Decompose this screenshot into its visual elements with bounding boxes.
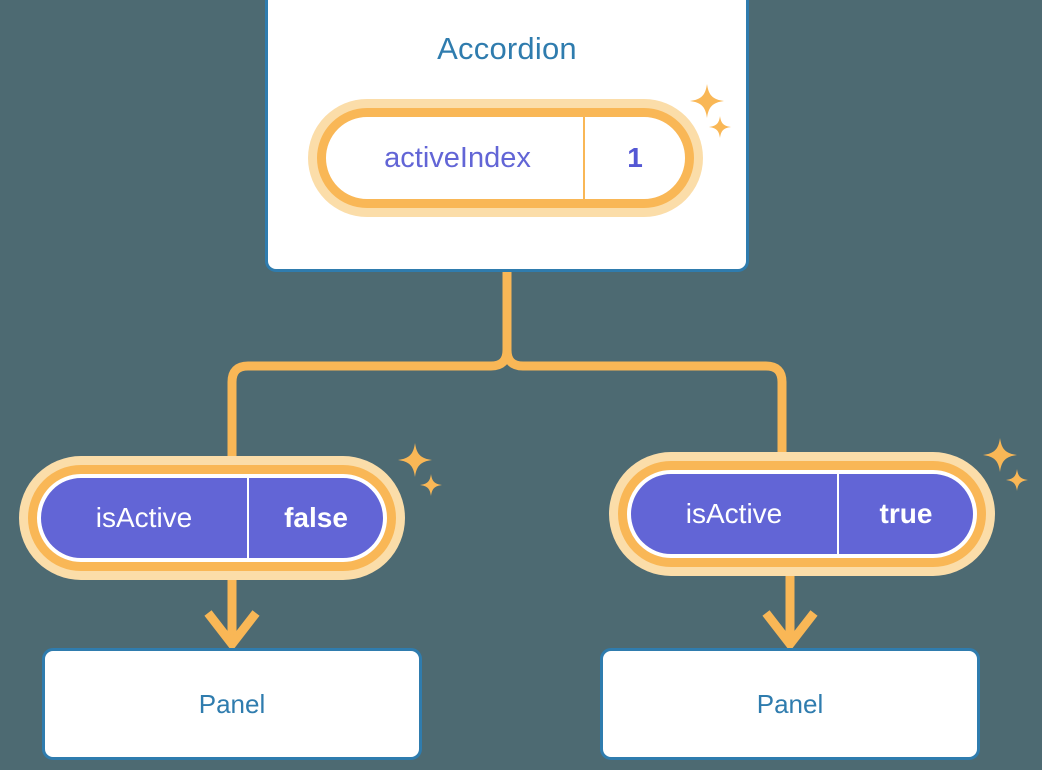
state-pill-is-active-true[interactable]: isActive true [627,470,977,558]
sparkle-large-icon [398,443,432,477]
state-value-label: false [284,502,348,533]
state-value-label: true [879,498,933,529]
panel-component-card-left[interactable]: Panel [42,648,422,760]
state-pill-active-index[interactable]: activeIndex 1 [317,108,694,208]
state-value-label: 1 [627,142,643,173]
state-key-label: isActive [41,478,249,558]
panel-title: Panel [198,688,266,719]
sparkle-small-icon [420,474,442,496]
state-key-label: activeIndex [326,117,585,199]
connector-split-bracket [227,345,787,474]
arrow-head-left-icon [204,610,260,652]
accordion-title: Accordion [437,31,577,66]
sparkle-large-icon [983,438,1017,472]
panel-component-card-right[interactable]: Panel [600,648,980,760]
state-pill-is-active-false[interactable]: isActive false [37,474,387,562]
state-key-label: isActive [631,474,839,554]
panel-title: Panel [756,688,824,719]
arrow-head-right-icon [762,610,818,652]
sparkle-small-icon [1006,469,1028,491]
